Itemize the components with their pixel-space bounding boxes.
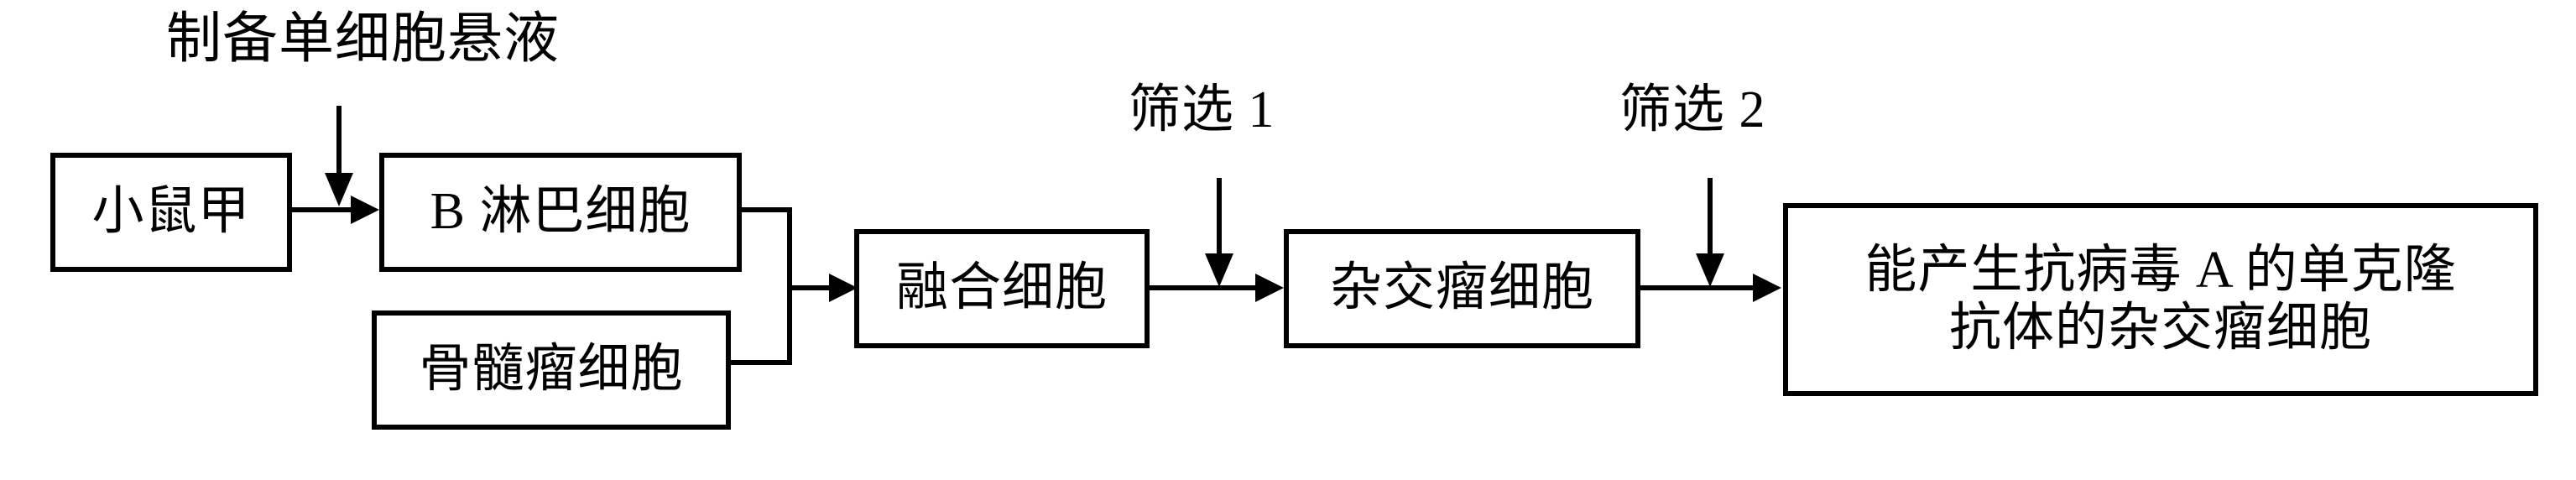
box-fused-cell: 融合细胞 — [854, 229, 1150, 348]
screening-1-arrow-shaft — [1217, 178, 1222, 262]
screening-1-arrow-head-icon — [1205, 253, 1233, 287]
mouse-to-blymphocyte-line — [292, 207, 352, 212]
screening-2-label: 筛选 2 — [1619, 81, 1766, 138]
box-mouse-a: 小鼠甲 — [50, 153, 292, 272]
prepare-cell-suspension-label: 制备单细胞悬液 — [166, 8, 560, 70]
fused-to-hybridoma-line — [1150, 285, 1260, 290]
bracket-to-fused-arrow-head-icon — [829, 274, 858, 302]
bracket-bottom-line — [726, 360, 792, 365]
screening-2-arrow-head-icon — [1696, 253, 1724, 287]
screening-1-label: 筛选 1 — [1129, 81, 1275, 138]
fused-to-hybridoma-arrow-head-icon — [1255, 274, 1284, 302]
box-b-lymphocyte: B 淋巴细胞 — [379, 153, 742, 272]
suspension-arrow-shaft — [336, 106, 342, 198]
mouse-to-blymphocyte-arrow-head-icon — [351, 196, 379, 224]
bracket-top-line — [737, 207, 792, 212]
hybridoma-to-final-arrow-head-icon — [1753, 274, 1781, 302]
box-hybridoma-cell: 杂交瘤细胞 — [1284, 229, 1640, 348]
bracket-to-fused-line — [787, 285, 832, 290]
suspension-arrow-head-icon — [325, 173, 353, 206]
hybridoma-to-final-line — [1640, 285, 1758, 290]
screening-2-arrow-shaft — [1708, 178, 1713, 262]
box-final-hybridoma: 能产生抗病毒 A 的单克隆 抗体的杂交瘤细胞 — [1783, 203, 2538, 396]
box-myeloma-cell: 骨髓瘤细胞 — [372, 310, 731, 430]
